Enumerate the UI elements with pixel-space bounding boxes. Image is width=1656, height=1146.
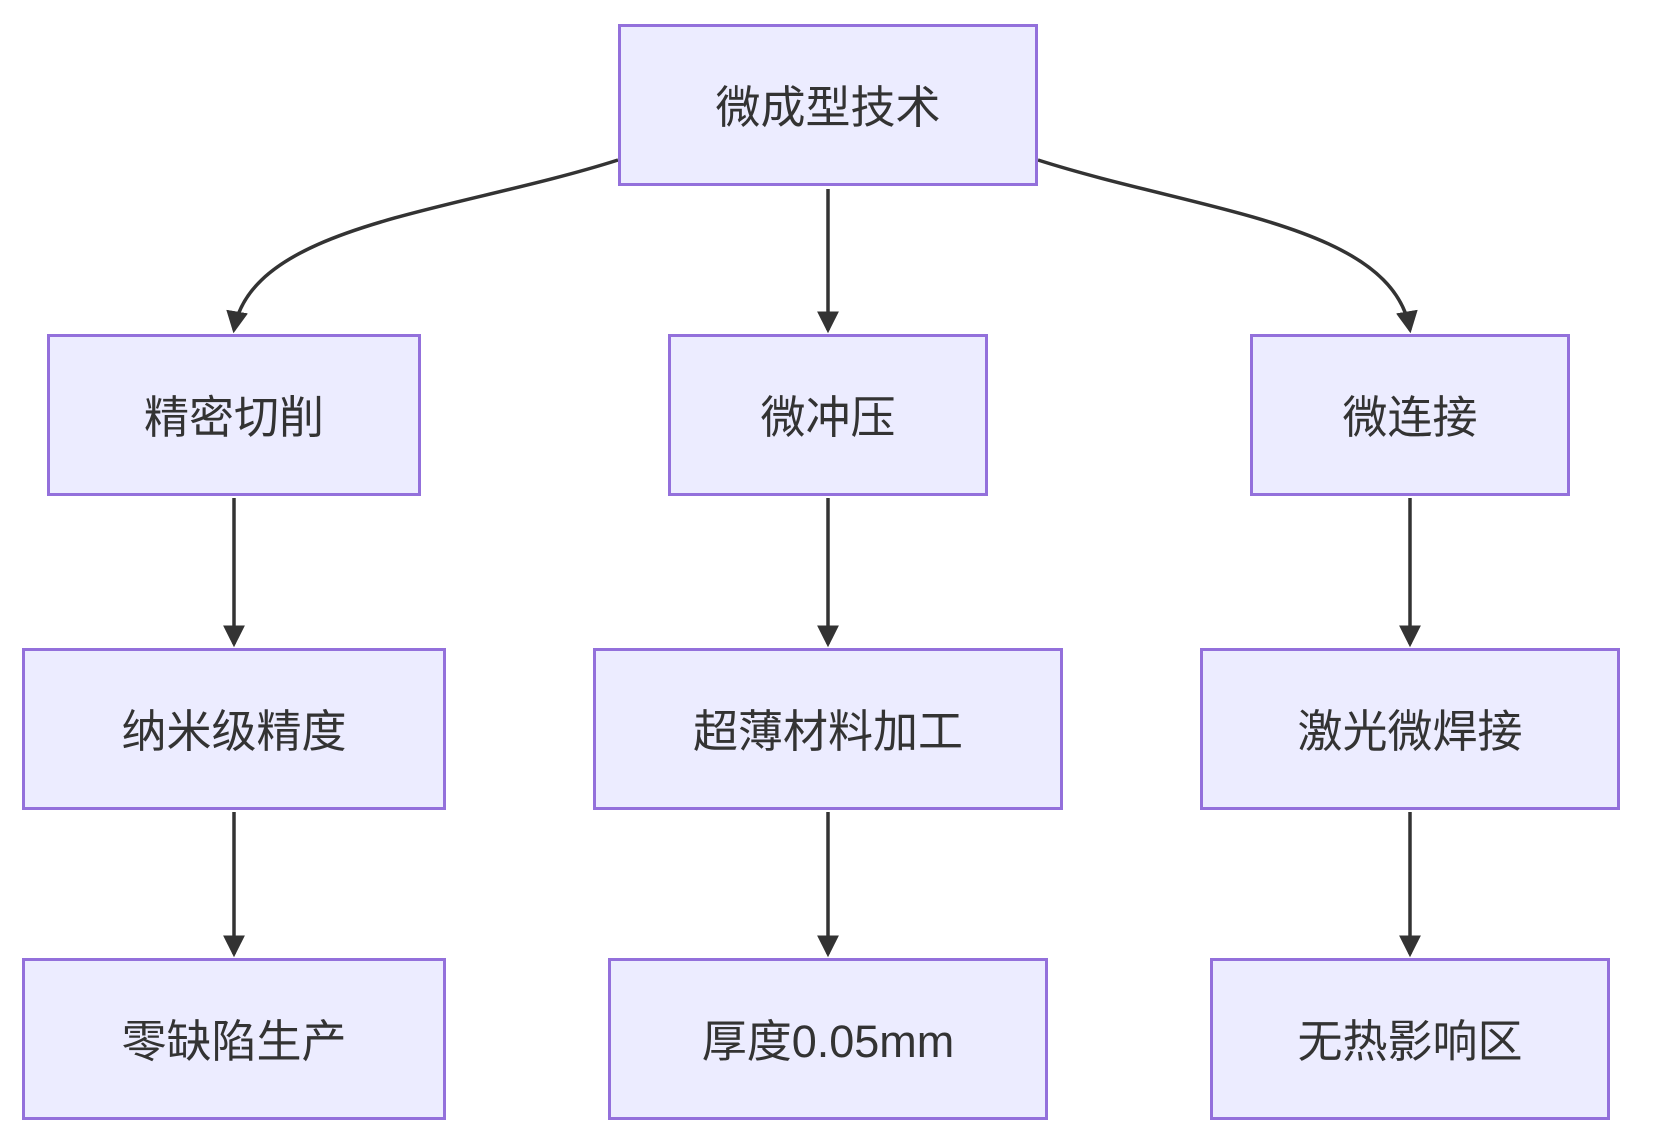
node-ultrathin-material-processing: 超薄材料加工 <box>593 648 1063 810</box>
node-label: 微成型技术 <box>715 82 941 133</box>
node-micro-stamping: 微冲压 <box>668 334 988 496</box>
edge-root-to-micro-joining <box>1037 158 1418 334</box>
node-label: 精密切削 <box>143 392 324 443</box>
node-label: 纳米级精度 <box>121 706 347 757</box>
node-micro-joining: 微连接 <box>1250 334 1570 496</box>
node-label: 激光微焊接 <box>1297 706 1523 757</box>
node-label: 零缺陷生产 <box>121 1016 347 1067</box>
node-nanometer-precision: 纳米级精度 <box>22 648 446 810</box>
node-no-heat-affected-zone: 无热影响区 <box>1210 958 1610 1120</box>
node-precision-cutting: 精密切削 <box>47 334 421 496</box>
node-micro-forming-technology: 微成型技术 <box>618 24 1038 186</box>
node-laser-micro-welding: 激光微焊接 <box>1200 648 1620 810</box>
node-zero-defect-production: 零缺陷生产 <box>22 958 446 1120</box>
edge-root-to-precision-cutting <box>226 158 619 334</box>
node-label: 超薄材料加工 <box>692 706 963 757</box>
node-label: 微连接 <box>1342 392 1478 443</box>
node-thickness-0-05mm: 厚度0.05mm <box>608 958 1048 1120</box>
node-label: 微冲压 <box>760 392 896 443</box>
node-label: 厚度0.05mm <box>701 1016 955 1067</box>
node-label: 无热影响区 <box>1297 1016 1523 1067</box>
